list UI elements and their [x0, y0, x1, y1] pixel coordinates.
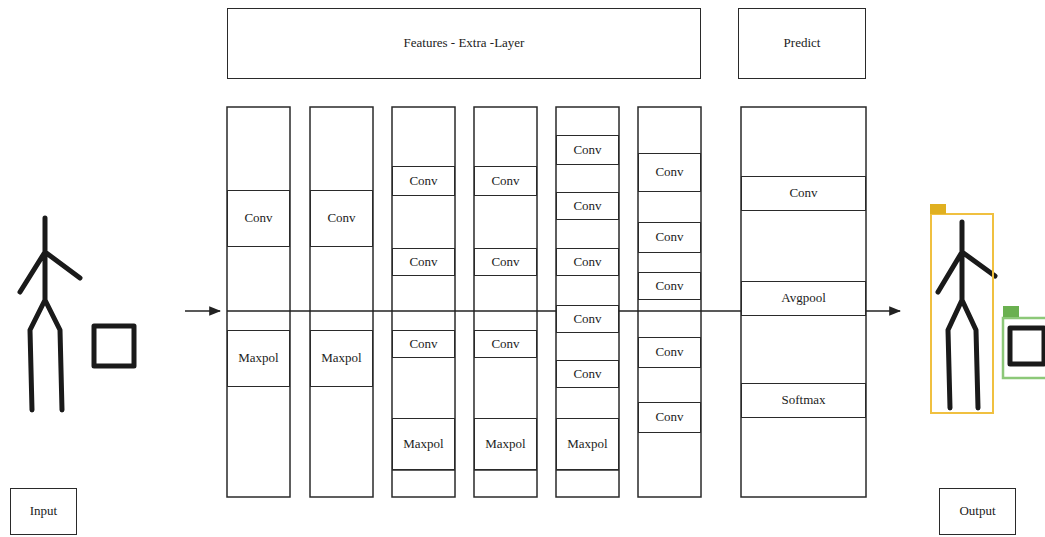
layer-box: Conv	[556, 305, 619, 333]
node-label: Conv	[409, 255, 437, 269]
node-label: Conv	[327, 211, 355, 225]
layer-box: Conv	[556, 248, 619, 276]
layer-box: Conv	[638, 272, 701, 300]
layer-box: Maxpol	[227, 330, 290, 387]
node-label: Conv	[491, 337, 519, 351]
node-label: Conv	[655, 230, 683, 244]
node-label: Conv	[655, 165, 683, 179]
node-label: Softmax	[781, 393, 825, 407]
node-label: Conv	[573, 367, 601, 381]
node-label: Maxpol	[321, 351, 361, 365]
node-label: Conv	[573, 312, 601, 326]
detection-boxes	[930, 204, 1045, 413]
node-label: Maxpol	[485, 437, 525, 451]
layer-box: Conv	[474, 166, 537, 196]
node-label: Maxpol	[567, 437, 607, 451]
layer-box: Conv	[392, 248, 455, 276]
node-label: Conv	[244, 211, 272, 225]
header-box: Predict	[738, 8, 866, 79]
node-label: Features - Extra -Layer	[404, 36, 525, 50]
layer-box: Avgpool	[741, 281, 866, 316]
header-box: Features - Extra -Layer	[227, 8, 701, 79]
node-label: Predict	[784, 36, 821, 50]
layer-box: Conv	[638, 402, 701, 433]
layer-box: Conv	[227, 190, 290, 247]
node-label: Conv	[491, 174, 519, 188]
layer-box: Conv	[474, 248, 537, 276]
layer-box: Conv	[638, 337, 701, 368]
node-label: Input	[30, 504, 57, 518]
layer-box: Conv	[741, 176, 866, 211]
layer-box: Conv	[474, 330, 537, 358]
io-box: Output	[939, 488, 1016, 535]
layer-box: Conv	[638, 222, 701, 253]
layer-box: Conv	[392, 330, 455, 358]
layer-box: Maxpol	[556, 418, 619, 470]
node-label: Maxpol	[403, 437, 443, 451]
node-label: Output	[959, 504, 995, 518]
node-label: Conv	[573, 255, 601, 269]
layer-box: Conv	[556, 192, 619, 220]
node-label: Conv	[409, 337, 437, 351]
layer-box: Conv	[638, 153, 701, 192]
io-box: Input	[10, 488, 77, 535]
layer-box: Conv	[556, 135, 619, 165]
node-label: Conv	[789, 186, 817, 200]
layer-box: Softmax	[741, 383, 866, 418]
layer-box: Maxpol	[392, 418, 455, 470]
node-label: Conv	[655, 279, 683, 293]
node-label: Conv	[655, 410, 683, 424]
node-label: Avgpool	[781, 291, 826, 305]
node-label: Conv	[491, 255, 519, 269]
layer-box: Conv	[310, 190, 373, 247]
stick-figure-input	[20, 218, 134, 410]
layer-box: Conv	[556, 360, 619, 388]
layer-box: Maxpol	[310, 330, 373, 387]
node-label: Conv	[573, 143, 601, 157]
stick-figure-output	[938, 222, 1044, 408]
layer-box: Maxpol	[474, 418, 537, 470]
node-label: Maxpol	[238, 351, 278, 365]
node-label: Conv	[573, 199, 601, 213]
node-label: Conv	[409, 174, 437, 188]
node-label: Conv	[655, 345, 683, 359]
layer-box: Conv	[392, 166, 455, 196]
layer-columns	[227, 107, 866, 497]
